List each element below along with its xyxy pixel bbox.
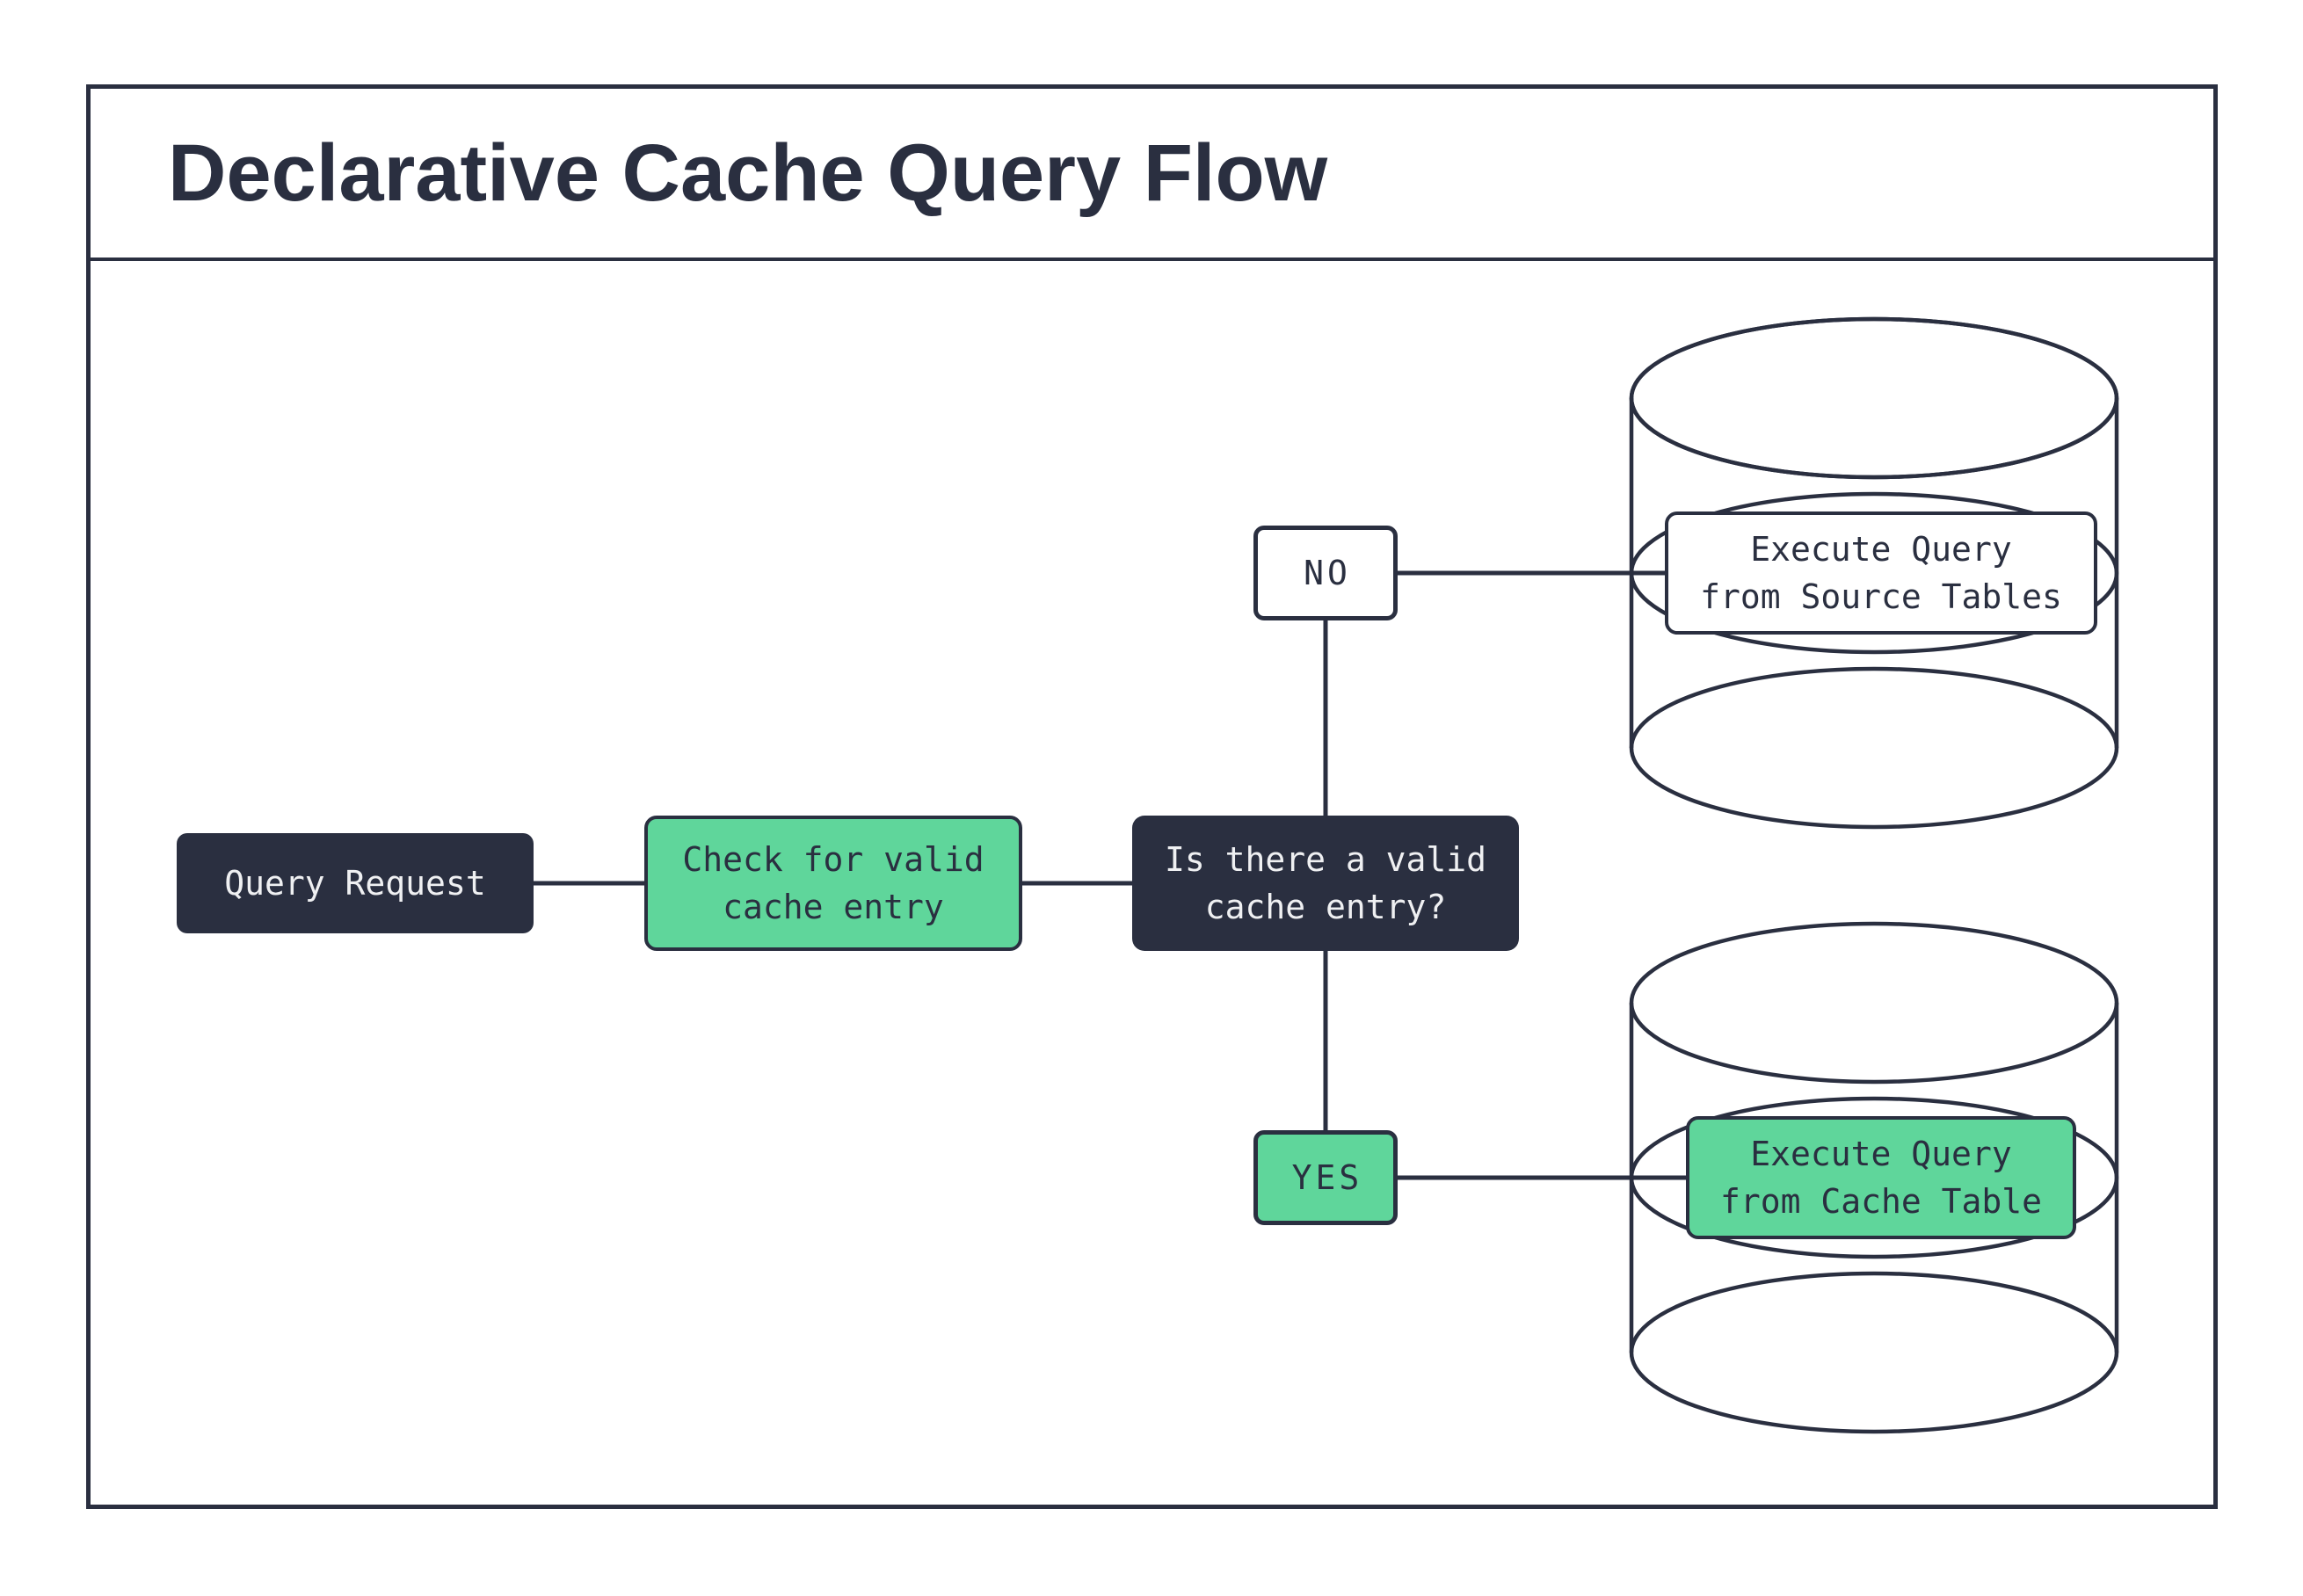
node-execute-cache-line2: from Cache Table: [1719, 1182, 2043, 1221]
branch-yes-text: YES: [1291, 1158, 1363, 1197]
diagram-frame: [86, 84, 2218, 1509]
node-query-request: Query Request: [177, 833, 534, 933]
source-database-icon: [1629, 316, 2119, 830]
page-title: Declarative Cache Query Flow: [168, 127, 1328, 218]
node-execute-cache-table: Execute Query from Cache Table: [1686, 1116, 2076, 1239]
node-check-cache-line2: cache entry: [723, 888, 944, 926]
node-decision-line2: cache entry?: [1204, 888, 1447, 926]
node-query-request-label: Query Request: [224, 864, 486, 903]
branch-no-text: NO: [1304, 554, 1351, 592]
cache-database-icon: [1629, 921, 2119, 1434]
node-check-cache-line1: Check for valid: [682, 840, 984, 879]
node-decision-line1: Is there a valid: [1164, 840, 1487, 879]
branch-label-yes: YES: [1253, 1130, 1398, 1225]
branch-label-no: NO: [1253, 526, 1398, 620]
node-execute-source-line1: Execute Query: [1750, 530, 2012, 569]
node-execute-cache-line1: Execute Query: [1750, 1135, 2012, 1173]
node-decision-valid-cache: Is there a valid cache entry?: [1132, 816, 1519, 951]
node-execute-source-line2: from Source Tables: [1700, 577, 2062, 616]
node-execute-source-tables: Execute Query from Source Tables: [1665, 511, 2097, 635]
diagram-header: Declarative Cache Query Flow: [86, 84, 2218, 261]
node-check-cache-entry: Check for valid cache entry: [644, 816, 1022, 951]
